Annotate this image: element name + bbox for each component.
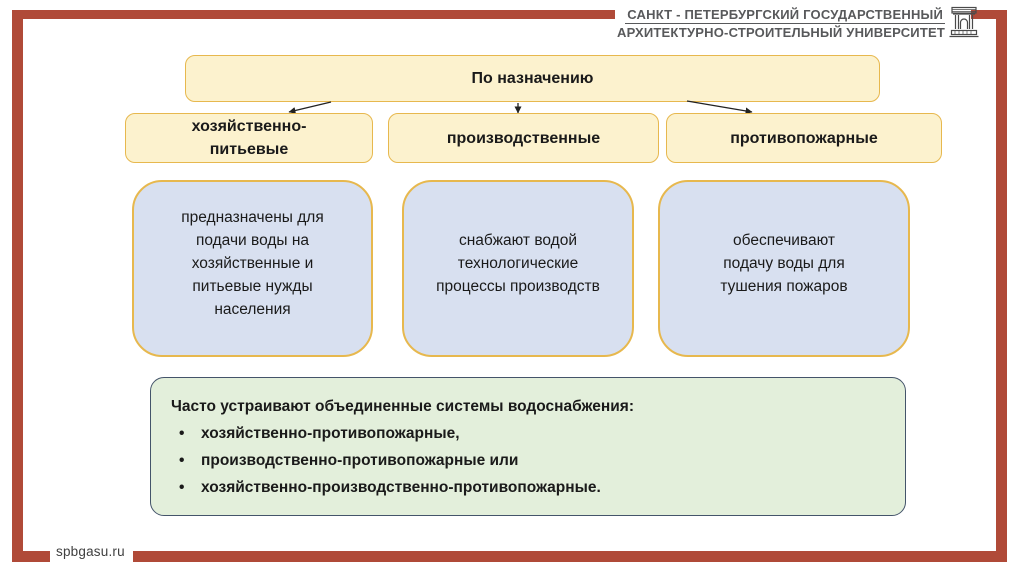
- frame-bottom-left-stub: [12, 551, 50, 562]
- frame-left-bar: [12, 10, 23, 562]
- university-building-logo-icon: [949, 6, 979, 38]
- university-name-line1: САНКТ - ПЕТЕРБУРГСКИЙ ГОСУДАРСТВЕННЫЙ: [625, 7, 945, 24]
- bullet-icon: •: [179, 452, 185, 469]
- note-intro: Часто устраивают объединенные системы во…: [171, 398, 634, 415]
- frame-top-right-stub: [971, 10, 1007, 19]
- university-name-line2: АРХИТЕКТУРНО-СТРОИТЕЛЬНЫЙ УНИВЕРСИТЕТ: [617, 25, 945, 40]
- category-label: противопожарные: [730, 129, 878, 147]
- description-node-industrial: снабжают водой технологические процессы …: [402, 180, 634, 357]
- footer-site-label: spbgasu.ru: [56, 544, 125, 559]
- university-name: САНКТ - ПЕТЕРБУРГСКИЙ ГОСУДАРСТВЕННЫЙ АР…: [617, 7, 945, 40]
- description-text: обеспечивают подачу воды для тушения пож…: [720, 232, 848, 295]
- bullet-icon: •: [179, 425, 185, 442]
- root-node-by-purpose: По назначению: [185, 55, 880, 102]
- note-bullet-item: • хозяйственно-производственно-противопо…: [171, 474, 885, 501]
- description-text: снабжают водой технологические процессы …: [436, 232, 600, 295]
- note-bullet-text: хозяйственно-производственно-противопожа…: [201, 479, 601, 496]
- description-text: предназначены для подачи воды на хозяйст…: [181, 209, 324, 318]
- category-node-industrial: производственные: [388, 113, 659, 163]
- frame-top-line: [12, 10, 615, 19]
- note-bullet-item: • хозяйственно-противопожарные,: [171, 420, 885, 447]
- note-bullet-text: хозяйственно-противопожарные,: [201, 425, 460, 442]
- frame-right-bar: [996, 10, 1007, 562]
- arrow-down-right-icon: [686, 100, 753, 115]
- combined-systems-note: Часто устраивают объединенные системы во…: [150, 377, 906, 516]
- category-label: производственные: [446, 129, 601, 147]
- root-node-label: По назначению: [471, 70, 594, 87]
- description-node-household-drinking: предназначены для подачи воды на хозяйст…: [132, 180, 373, 357]
- frame-bottom-line: [133, 551, 1007, 562]
- description-node-firefighting: обеспечивают подачу воды для тушения пож…: [658, 180, 910, 357]
- bullet-icon: •: [179, 479, 185, 496]
- note-bullet-text: производственно-противопожарные или: [201, 452, 519, 469]
- note-bullet-item: • производственно-противопожарные или: [171, 447, 885, 474]
- category-node-household-drinking: хозяйственно-питьевые: [125, 113, 373, 163]
- category-node-firefighting: противопожарные: [666, 113, 942, 163]
- category-label: хозяйственно-питьевые: [191, 118, 307, 158]
- arrow-down-left-icon: [288, 101, 332, 114]
